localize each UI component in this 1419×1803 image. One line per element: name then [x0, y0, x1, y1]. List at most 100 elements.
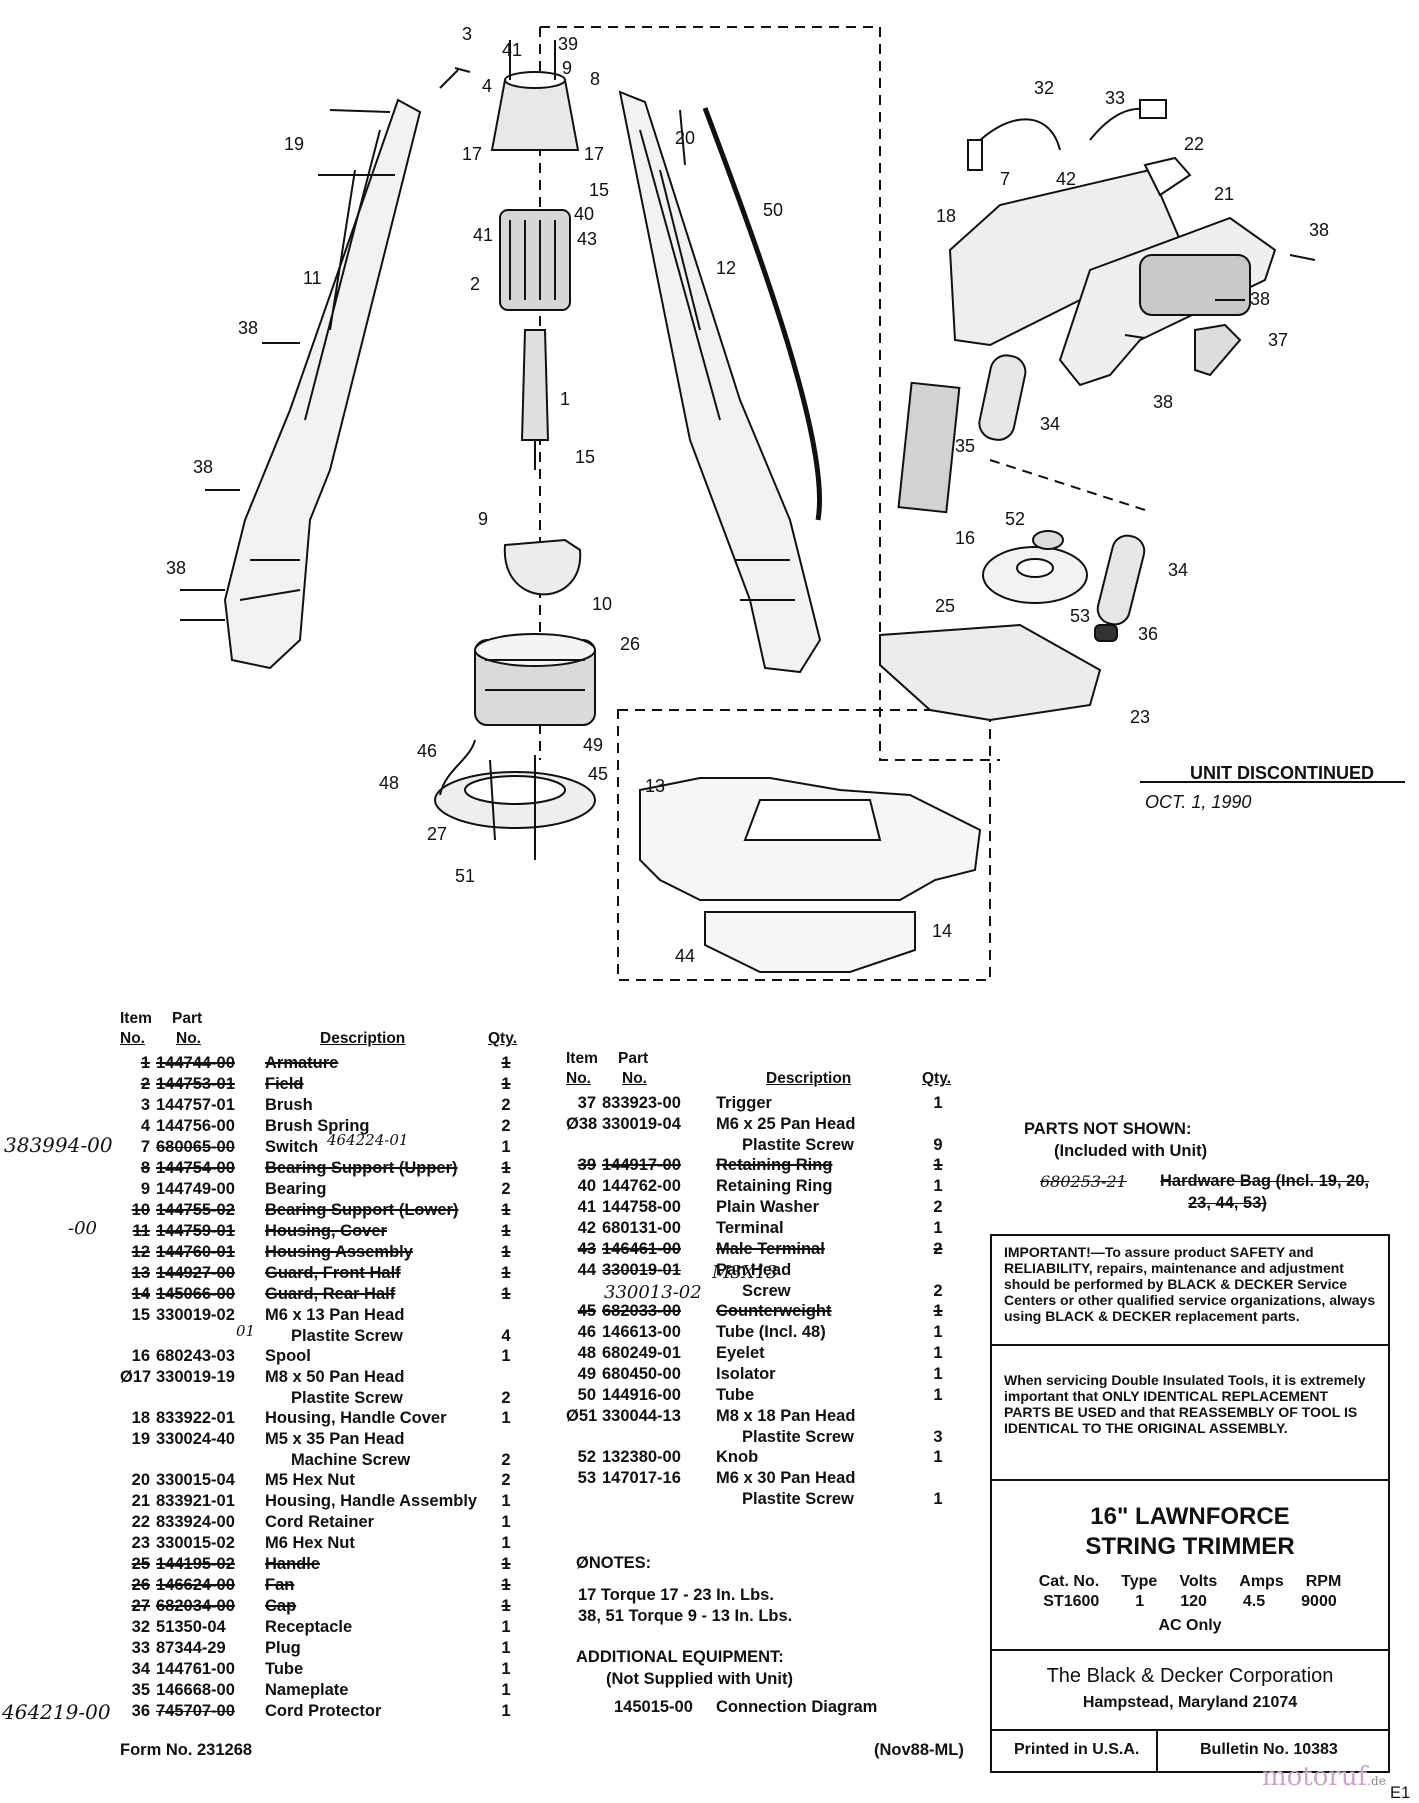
callout: 16 [955, 528, 975, 548]
description: Plastite Screw [291, 1389, 403, 1407]
callout: 32 [1034, 78, 1054, 98]
callout: 23 [1130, 707, 1150, 727]
corporation-address: Hampstead, Maryland 21074 [1082, 1694, 1298, 1711]
notes-heading: ØNOTES: [576, 1554, 652, 1572]
hardware-bag-line1: Hardware Bag (Incl. 19, 20, [1160, 1172, 1370, 1190]
description: M6 Hex Nut [265, 1534, 355, 1552]
part-no: 682034-00 [156, 1597, 235, 1615]
part-no: 147017-16 [602, 1469, 681, 1487]
description: Housing, Handle Assembly [265, 1492, 478, 1510]
callout: 11 [303, 268, 322, 288]
callout: 22 [1184, 134, 1204, 154]
part-no: 680249-01 [602, 1344, 681, 1362]
part-no: 330019-01 [602, 1261, 681, 1279]
item-no: 22 [131, 1513, 150, 1531]
quantity: 1 [501, 1347, 511, 1365]
callout: 9 [562, 58, 572, 78]
callout: 25 [935, 596, 955, 616]
part-no: 144753-01 [156, 1075, 235, 1093]
description: Trigger [716, 1094, 772, 1112]
callout: 34 [1040, 414, 1060, 434]
watermark-text: motoruf [1262, 1762, 1368, 1792]
quantity: 1 [501, 1702, 511, 1720]
description: Receptacle [265, 1618, 353, 1636]
quantity: 1 [933, 1156, 943, 1174]
part-no: 145066-00 [156, 1285, 235, 1303]
description: Plastite Screw [291, 1327, 403, 1345]
product-title-line2: STRING TRIMMER [1085, 1533, 1295, 1560]
callout: 39 [558, 34, 578, 54]
corner-code: E1 [1390, 1784, 1411, 1802]
part-no: 144757-01 [156, 1096, 235, 1114]
description: Switch [265, 1138, 319, 1156]
callout: 33 [1105, 88, 1125, 108]
date-code: (Nov88-ML) [874, 1741, 964, 1759]
footer-print-box: Printed in U.S.A. Bulletin No. 10383 [990, 1731, 1390, 1773]
quantity: 2 [933, 1240, 943, 1258]
description: Brush Spring [265, 1117, 370, 1135]
header-qty: Qty. [922, 1070, 951, 1087]
header-description: Description [320, 1030, 406, 1047]
part-no: 330019-02 [156, 1306, 235, 1324]
part-no: 144758-00 [602, 1198, 681, 1216]
part-no: 144760-01 [156, 1243, 235, 1261]
callout: 34 [1168, 560, 1188, 580]
description: Retaining Ring [716, 1156, 833, 1174]
quantity: 2 [501, 1117, 511, 1135]
quantity: 1 [933, 1365, 943, 1383]
item-no: 27 [131, 1597, 150, 1615]
quantity: 1 [933, 1490, 943, 1508]
callout: 4 [482, 76, 492, 96]
quantity: 2 [933, 1282, 943, 1300]
item-no: 49 [577, 1365, 596, 1383]
spec-values: ST1600 1 120 4.5 9000 [992, 1593, 1388, 1611]
quantity: 1 [933, 1177, 943, 1195]
item-no: 9 [140, 1180, 150, 1198]
callout: 36 [1138, 624, 1158, 644]
table-header: Item No. Part No. Description Qty. [120, 1010, 540, 1054]
description: Tube [716, 1386, 755, 1404]
callout: 18 [936, 206, 956, 226]
callout: 43 [577, 229, 597, 249]
spec-value-cat: ST1600 [1043, 1593, 1100, 1610]
item-no: 37 [577, 1094, 596, 1112]
quantity: 1 [501, 1264, 511, 1282]
quantity: 1 [501, 1597, 511, 1615]
housing-assembly-part [618, 90, 822, 674]
callout: 52 [1005, 509, 1025, 529]
description: M6 x 13 Pan Head [265, 1306, 405, 1324]
item-no: Ø38 [566, 1115, 598, 1133]
part-no: 144927-00 [156, 1264, 235, 1282]
watermark-logo: motoruf.de [1262, 1762, 1386, 1792]
quantity: 1 [501, 1054, 511, 1072]
description: Bearing Support (Lower) [265, 1201, 459, 1219]
printed-in: Printed in U.S.A. [1014, 1741, 1140, 1758]
item-no: 48 [577, 1344, 596, 1362]
description: Housing Assembly [265, 1243, 413, 1261]
quantity: 1 [501, 1492, 511, 1510]
additional-part-no: 145015-00 [614, 1698, 693, 1716]
callout: 10 [592, 594, 612, 614]
part-no: 144195-02 [156, 1555, 235, 1573]
hardware-bag-line2: 23, 44, 53) [1188, 1194, 1267, 1212]
parts-table-left: Item No. Part No. Description Qty. 1 1447… [120, 1010, 540, 1723]
quantity: 1 [933, 1219, 943, 1237]
part-no: 682033-00 [602, 1302, 681, 1320]
spec-header-cat: Cat. No. [1038, 1573, 1100, 1590]
quantity: 1 [501, 1513, 511, 1531]
